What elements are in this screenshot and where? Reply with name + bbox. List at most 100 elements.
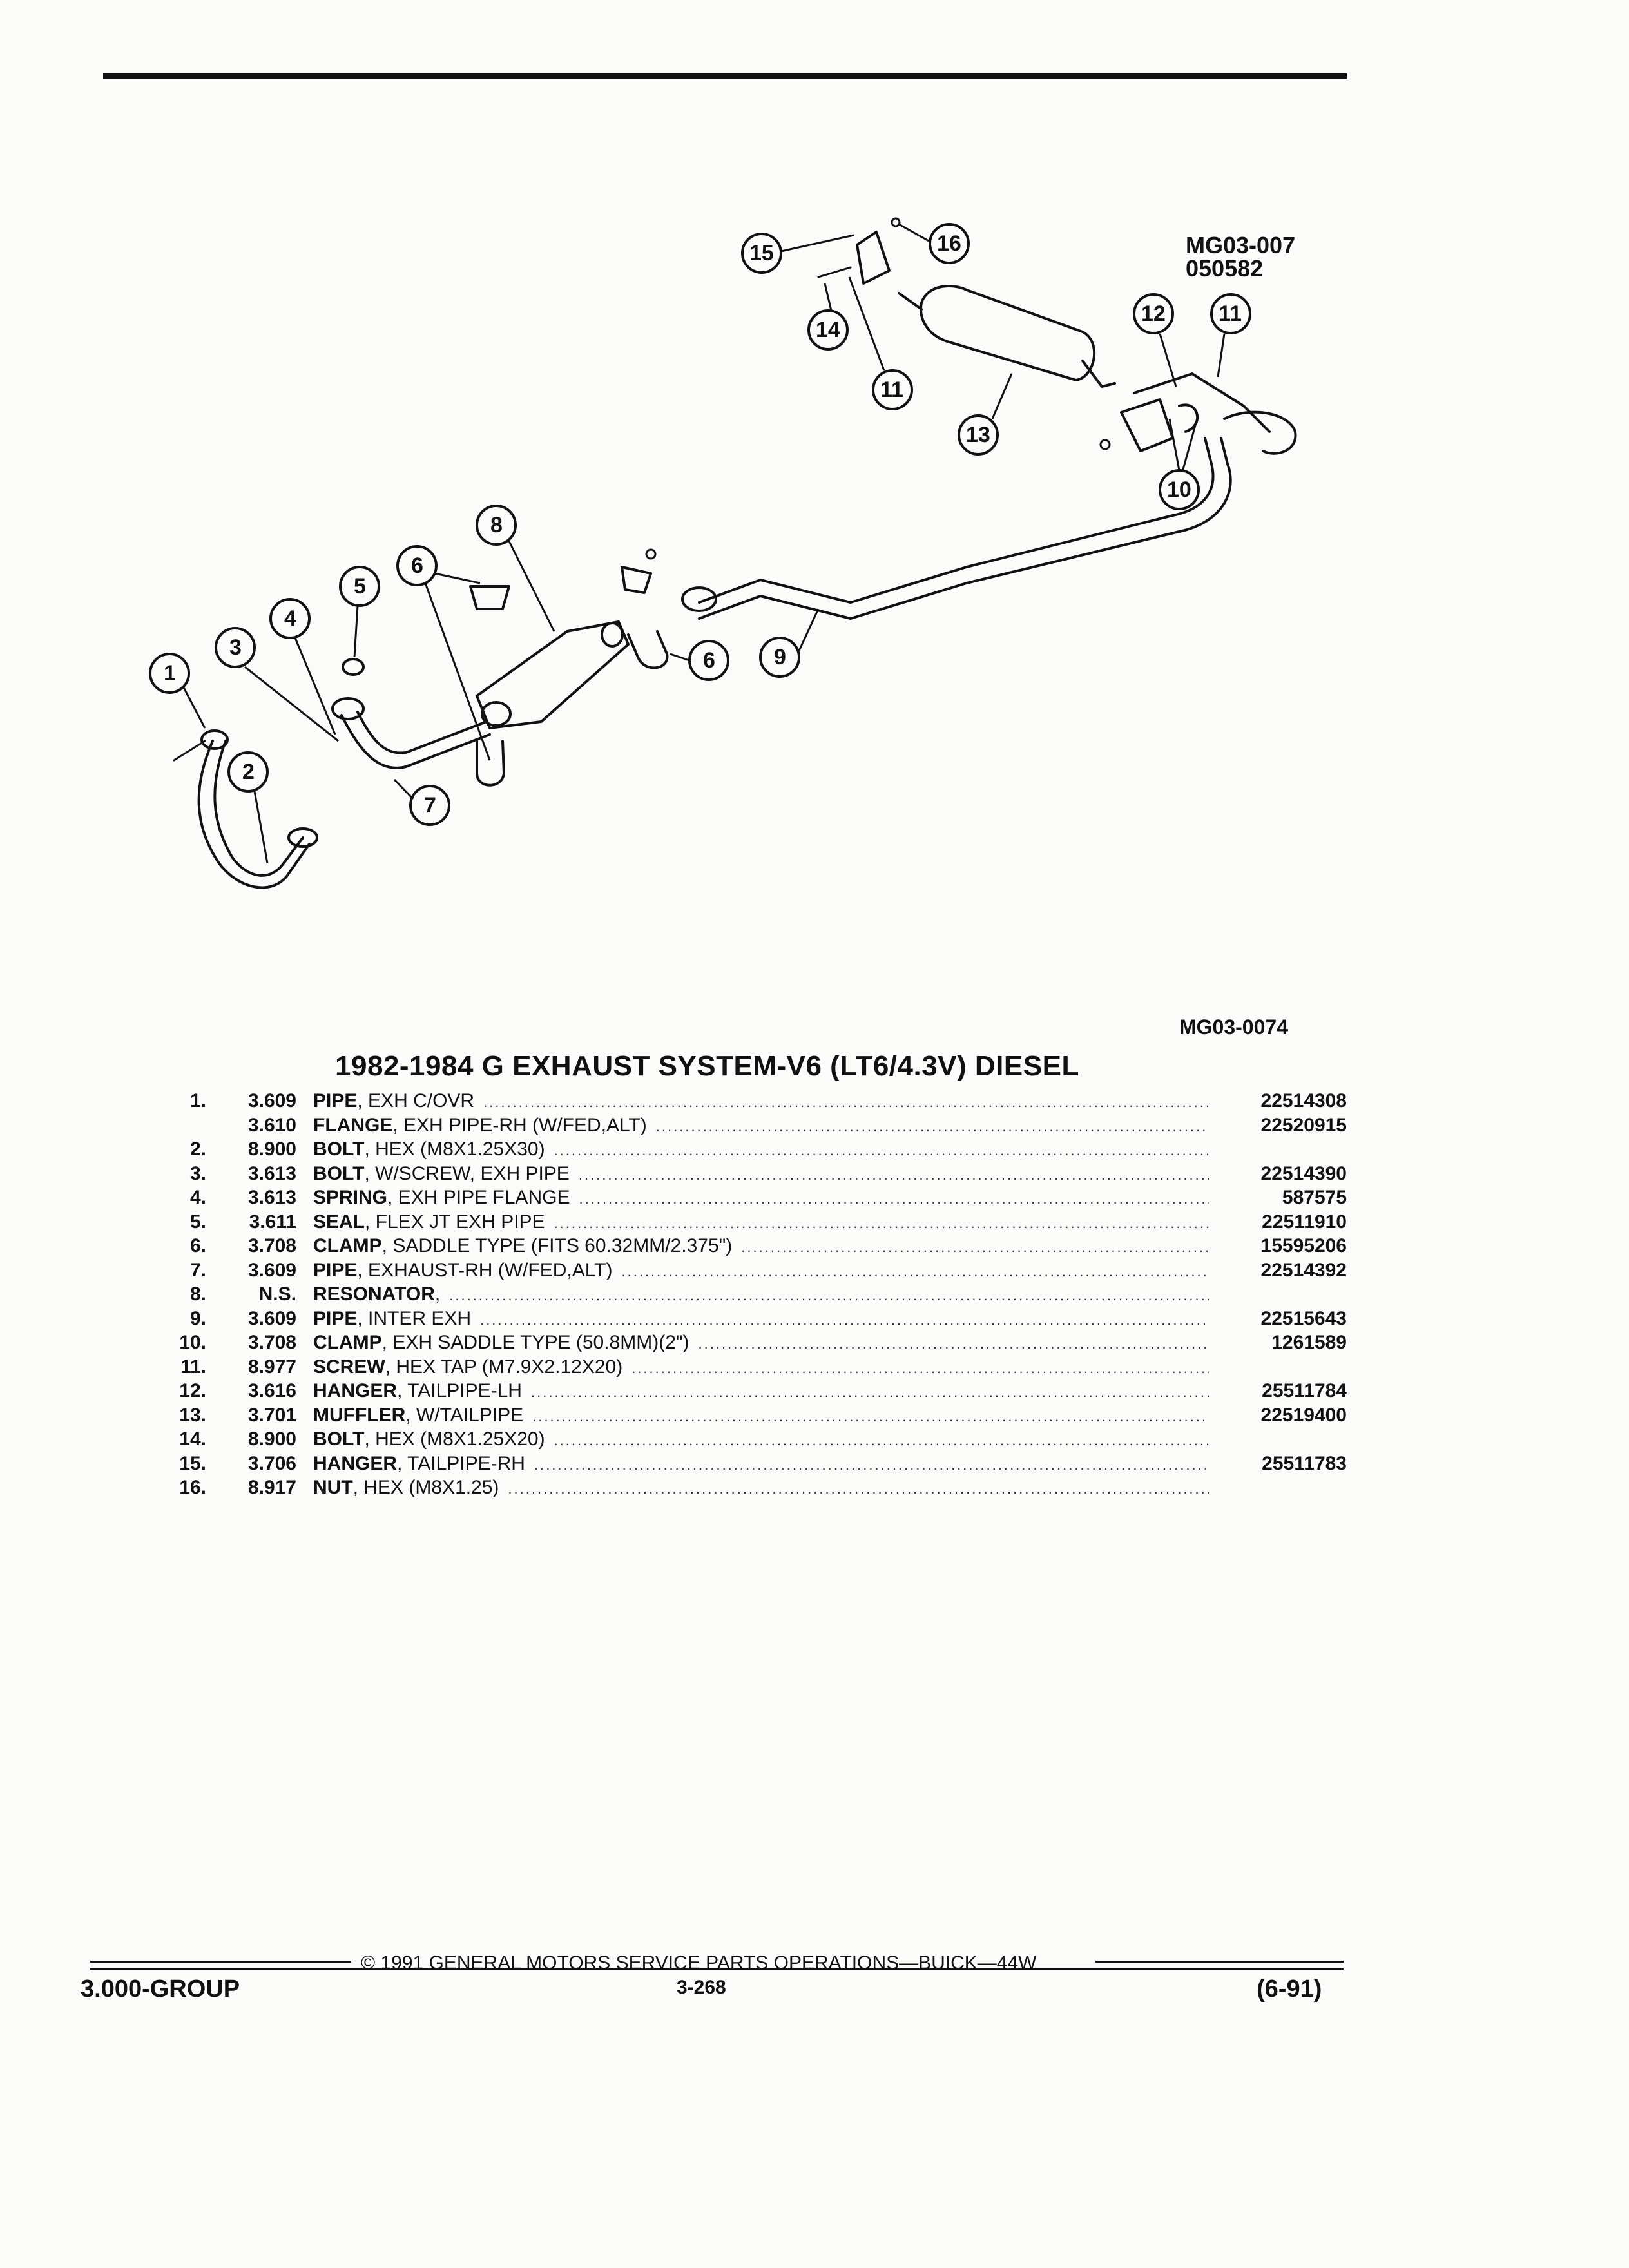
part-description: , FLEX JT EXH PIPE bbox=[365, 1211, 545, 1233]
part-number: 22514308 bbox=[1260, 1090, 1347, 1111]
leader-dots bbox=[554, 1428, 1209, 1452]
section-title: 1982-1984 G EXHAUST SYSTEM-V6 (LT6/4.3V)… bbox=[335, 1050, 1079, 1082]
leader-dots bbox=[480, 1308, 1209, 1332]
part-item-number: 12. bbox=[179, 1380, 206, 1401]
leader-dots bbox=[554, 1211, 1209, 1235]
part-description: , EXHAUST-RH (W/FED,ALT) bbox=[357, 1259, 613, 1281]
callout-11-right: 11 bbox=[1219, 302, 1242, 326]
figure-date-top: 050582 bbox=[1186, 255, 1264, 282]
part-group-number: 3.609 bbox=[247, 1307, 296, 1329]
part-name: CLAMP bbox=[313, 1235, 382, 1256]
parts-row: 12. 3.616 HANGER , TAILPIPE-LH 25511784 bbox=[161, 1379, 1347, 1403]
callout-15: 15 bbox=[749, 241, 774, 265]
part-group-number: 3.611 bbox=[249, 1211, 296, 1233]
part-name: HANGER bbox=[313, 1380, 398, 1401]
part-description: , bbox=[434, 1283, 441, 1305]
part-name: SEAL bbox=[313, 1211, 365, 1233]
part-name: RESONATOR bbox=[313, 1283, 435, 1305]
part-number: 22519400 bbox=[1260, 1404, 1347, 1426]
part-item-number: 2. bbox=[189, 1139, 206, 1160]
part-item-number: 15. bbox=[179, 1452, 206, 1474]
callout-3: 3 bbox=[229, 635, 242, 660]
part-group-number: 8.977 bbox=[247, 1356, 296, 1378]
part-number: 22511910 bbox=[1262, 1211, 1347, 1233]
part-group-number: 3.613 bbox=[247, 1162, 296, 1184]
part-description: , TAILPIPE-LH bbox=[397, 1380, 522, 1401]
part-description: , HEX TAP (M7.9X2.12X20) bbox=[385, 1356, 623, 1378]
part-group-number: 3.609 bbox=[247, 1090, 296, 1111]
leader-dots bbox=[532, 1405, 1209, 1428]
callout-6-top: 6 bbox=[411, 553, 423, 578]
part-name: PIPE bbox=[313, 1259, 358, 1281]
part-group-number: N.S. bbox=[258, 1283, 296, 1305]
part-group-number: 3.610 bbox=[247, 1114, 296, 1136]
part-name: BOLT bbox=[313, 1162, 365, 1184]
callout-5: 5 bbox=[354, 574, 366, 599]
leader-dots bbox=[483, 1090, 1209, 1114]
muffler-body bbox=[920, 285, 1095, 381]
exhaust-flange bbox=[331, 697, 365, 720]
part-description: , EXH PIPE-RH (W/FED,ALT) bbox=[392, 1114, 647, 1136]
leader-dots bbox=[622, 1260, 1210, 1283]
leader-dots bbox=[631, 1356, 1209, 1380]
part-name: FLANGE bbox=[313, 1114, 393, 1136]
part-item-number: 16. bbox=[179, 1477, 206, 1498]
callout-circle bbox=[1133, 293, 1174, 334]
part-item-number: 3. bbox=[189, 1162, 206, 1184]
part-name: NUT bbox=[313, 1477, 353, 1498]
part-group-number: 3.708 bbox=[247, 1235, 296, 1256]
footer-copyright: © 1991 GENERAL MOTORS SERVICE PARTS OPER… bbox=[361, 1952, 1037, 1974]
leader-dots bbox=[508, 1477, 1209, 1501]
part-description: , EXH PIPE FLANGE bbox=[387, 1187, 570, 1208]
callout-circle bbox=[396, 545, 438, 586]
callout-circle bbox=[215, 627, 256, 668]
tailpipe-hanger-lh bbox=[1133, 372, 1271, 433]
intermediate-pipe bbox=[698, 437, 1215, 604]
exhaust-pipe-rh bbox=[340, 714, 491, 769]
callout-circle bbox=[872, 369, 913, 410]
footer-rule-right bbox=[1095, 1961, 1344, 1963]
part-group-number: 3.706 bbox=[247, 1452, 296, 1474]
part-item-number: 11. bbox=[180, 1356, 206, 1378]
part-name: SPRING bbox=[313, 1187, 388, 1208]
parts-row: 11. 8.977 SCREW , HEX TAP (M7.9X2.12X20) bbox=[161, 1355, 1347, 1379]
callout-circle bbox=[688, 640, 729, 681]
figure-code-top: MG03-007 bbox=[1186, 232, 1296, 258]
callout-circle bbox=[476, 505, 517, 546]
part-description: , W/TAILPIPE bbox=[405, 1404, 524, 1426]
part-group-number: 3.613 bbox=[247, 1187, 296, 1208]
part-name: SCREW bbox=[313, 1356, 385, 1378]
part-number: 22515643 bbox=[1260, 1307, 1347, 1329]
callout-1: 1 bbox=[164, 661, 176, 686]
callout-circle bbox=[409, 785, 450, 826]
callout-13: 13 bbox=[966, 423, 990, 447]
u-clamp-left bbox=[476, 740, 505, 787]
part-item-number: 14. bbox=[179, 1428, 206, 1450]
part-number: 22514392 bbox=[1260, 1259, 1347, 1281]
callout-10: 10 bbox=[1167, 477, 1191, 502]
part-description: , HEX (M8X1.25X20) bbox=[364, 1428, 545, 1450]
part-description: , TAILPIPE-RH bbox=[397, 1452, 525, 1474]
part-name: MUFFLER bbox=[313, 1404, 406, 1426]
part-item-number: 6. bbox=[189, 1235, 206, 1256]
leader-dots bbox=[579, 1187, 1209, 1211]
footer-page-number: 3-268 bbox=[677, 1977, 726, 1998]
part-description: , INTER EXH bbox=[357, 1307, 472, 1329]
part-group-number: 3.616 bbox=[247, 1380, 296, 1401]
callout-circle bbox=[929, 223, 970, 264]
footer-rule-left bbox=[90, 1961, 351, 1963]
part-description: , HEX (M8X1.25X30) bbox=[364, 1139, 545, 1160]
part-number: 25511784 bbox=[1262, 1380, 1347, 1401]
footer-rule-thin bbox=[90, 1968, 1344, 1970]
part-name: BOLT bbox=[313, 1139, 365, 1160]
